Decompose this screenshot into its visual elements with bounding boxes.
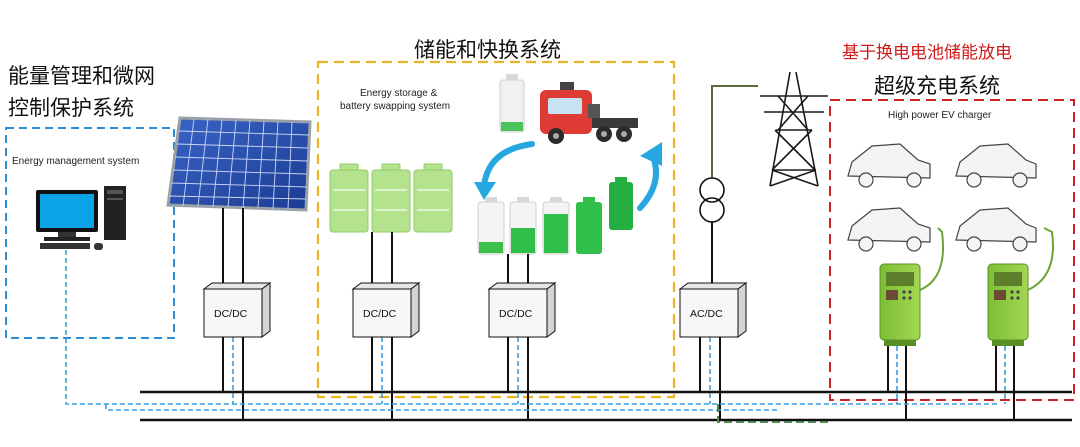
charging-label: High power EV charger bbox=[888, 110, 992, 121]
converter-label-pv: DC/DC bbox=[214, 308, 248, 320]
converter-box-swap bbox=[487, 282, 557, 338]
converter-label-grid: AC/DC bbox=[690, 308, 723, 320]
ev-car-icon bbox=[955, 143, 1037, 188]
ems-title-line2: 控制保护系统 bbox=[8, 96, 134, 120]
storage-label-line2: battery swapping system bbox=[340, 101, 451, 112]
storage-label-line1: Energy storage & bbox=[360, 88, 438, 99]
cycle-arrowhead-left bbox=[474, 182, 496, 200]
converter-box-pv bbox=[202, 282, 272, 338]
ev-charger-icon-right bbox=[987, 227, 1054, 346]
charging-region-box bbox=[829, 99, 1075, 401]
converter-box-grid bbox=[678, 282, 748, 338]
converter-label-storage: DC/DC bbox=[363, 308, 397, 320]
grid-feeder-line bbox=[711, 85, 758, 178]
storage-battery-bank-icon bbox=[329, 163, 453, 233]
ems-box-label: Energy management system bbox=[12, 156, 140, 167]
ev-car-icons bbox=[847, 143, 1037, 252]
power-connection-lines bbox=[222, 208, 1015, 420]
grid-control-line bbox=[717, 404, 830, 423]
storage-region-box bbox=[316, 60, 676, 399]
swap-battery-icon bbox=[499, 74, 525, 133]
converter-box-storage bbox=[351, 282, 421, 338]
ems-title-line1: 能量管理和微网 bbox=[8, 64, 155, 88]
battery-charge-sequence-icon bbox=[477, 177, 633, 255]
ev-charger-icon-left bbox=[879, 227, 944, 346]
computer-icon bbox=[36, 186, 126, 250]
solar-panel-icon bbox=[166, 116, 312, 212]
ev-car-icon bbox=[847, 207, 931, 252]
transformer-icon bbox=[699, 177, 725, 223]
ev-car-icon bbox=[847, 143, 931, 188]
converter-label-swap: DC/DC bbox=[499, 308, 533, 320]
transmission-tower-icon bbox=[760, 71, 828, 187]
charging-title: 超级充电系统 bbox=[874, 74, 1000, 98]
ev-car-icon bbox=[955, 207, 1037, 252]
communication-lines bbox=[65, 250, 1006, 411]
charging-tag: 基于换电电池储能放电 bbox=[842, 43, 1012, 63]
cycle-arrowhead-right bbox=[640, 142, 662, 166]
storage-title: 储能和快换系统 bbox=[414, 38, 561, 62]
ems-region-box bbox=[5, 127, 175, 339]
electric-truck-icon bbox=[540, 82, 638, 144]
